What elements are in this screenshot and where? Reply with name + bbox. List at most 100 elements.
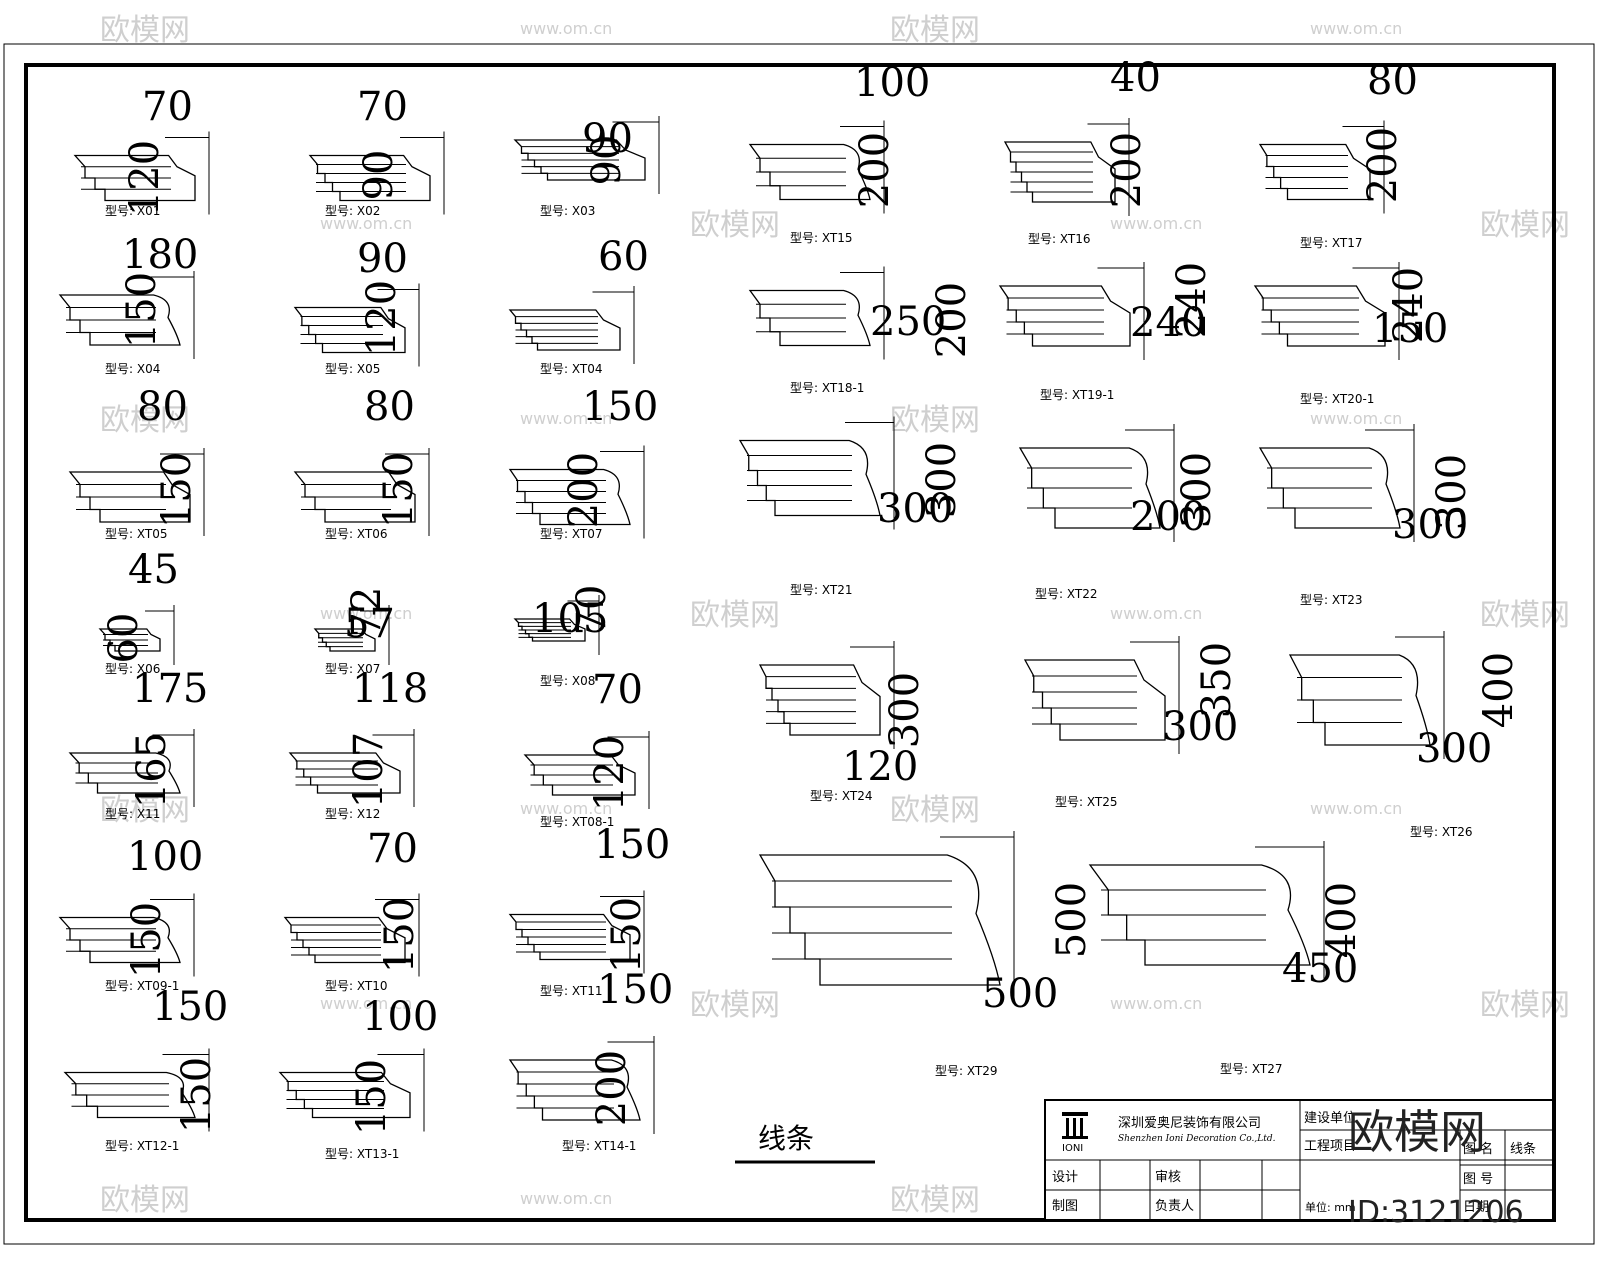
profile-code-label: 型号: XT20-1 <box>1300 392 1374 406</box>
dimension-side-label: 120 <box>587 735 633 811</box>
project-label: 工程项目 <box>1304 1139 1356 1154</box>
profile-code-label: 型号: XT15 <box>790 231 852 245</box>
dimension-side-label: 150 <box>604 897 650 973</box>
title-block: IONI 深圳爱奥尼装饰有限公司 Shenzhen Ioni Decoratio… <box>1044 1099 1554 1221</box>
watermark-stamp: 欧模网 ID:3121206 <box>1348 1105 1524 1230</box>
dimension-side-label: 350 <box>1194 642 1240 718</box>
dimension-top-label: 90 <box>357 236 408 282</box>
design-label: 设计 <box>1052 1170 1078 1185</box>
profile-code-label: 型号: XT13-1 <box>325 1147 399 1161</box>
watermark-site-faint: www.om.cn <box>520 19 612 38</box>
watermark-brand-faint: 欧模网 <box>100 403 190 438</box>
dimension-top-label: 150 <box>597 967 673 1013</box>
dimension-side-label: 240 <box>1386 267 1432 343</box>
profile: 100 150 型号: XT13-1 <box>278 994 438 1161</box>
profile-code-label: 型号: X07 <box>325 662 380 676</box>
profile-code-label: 型号: X01 <box>105 204 160 218</box>
dimension-top-label: 118 <box>352 666 428 712</box>
dimension-top-label: 70 <box>142 84 193 130</box>
profile-code-label: 型号: X03 <box>540 204 595 218</box>
watermark-brand-faint: 欧模网 <box>890 793 980 828</box>
dimension-top-label: 150 <box>1372 306 1448 352</box>
profile-code-label: 型号: XT19-1 <box>1040 388 1114 402</box>
dimension-side-label: 200 <box>1360 127 1406 203</box>
review-label: 审核 <box>1155 1170 1181 1185</box>
profile-outline <box>738 439 881 517</box>
dimension-top-label: 180 <box>122 232 198 278</box>
profile-outline <box>758 854 1001 986</box>
dimension-side-label: 150 <box>349 1059 395 1135</box>
profile-code-label: 型号: XT07 <box>540 527 602 541</box>
dimension-top-label: 200 <box>1130 494 1206 540</box>
dimension-top-label: 150 <box>594 822 670 868</box>
profile-code-label: 型号: XT29 <box>935 1064 997 1078</box>
profile-code-label: 型号: XT04 <box>540 362 602 376</box>
profile-code-label: 型号: X11 <box>105 807 160 821</box>
dimension-side-label: 300 <box>1174 452 1220 528</box>
dimension-side-label: 300 <box>1429 454 1475 530</box>
dimension-top-label: 240 <box>1130 300 1206 346</box>
watermark-layer: 欧模网www.om.cn欧模网www.om.cn欧模网www.om.cn欧模网w… <box>100 13 1570 1218</box>
dimension-side-label: 150 <box>377 897 423 973</box>
dimension-top-label: 100 <box>127 834 203 880</box>
watermark-brand-faint: 欧模网 <box>890 1183 980 1218</box>
watermark-site-faint: www.om.cn <box>1310 409 1402 428</box>
dimension-top-label: 105 <box>532 596 608 642</box>
watermark-brand-faint: 欧模网 <box>890 403 980 438</box>
draw-label: 制图 <box>1052 1199 1078 1214</box>
profile-code-label: 型号: XT18-1 <box>790 381 864 395</box>
dimension-top-label: 500 <box>982 971 1058 1017</box>
dimension-side-label: 120 <box>359 280 405 356</box>
profile-code-label: 型号: XT06 <box>325 527 387 541</box>
watermark-brand-faint: 欧模网 <box>1480 208 1570 243</box>
dimension-side-label: 150 <box>376 452 422 528</box>
profile-code-label: 型号: XT14-1 <box>562 1139 636 1153</box>
dimension-top-label: 120 <box>842 744 918 790</box>
profile-code-label: 型号: XT12-1 <box>105 1139 179 1153</box>
profile-code-label: 型号: XT16 <box>1028 232 1090 246</box>
profile-code-label: 型号: X08 <box>540 674 595 688</box>
dimension-side-label: 60 <box>101 613 147 664</box>
profile-outline <box>1023 659 1166 741</box>
dimension-side-label: 240 <box>1169 262 1215 338</box>
unit-label: 单位: mm <box>1305 1200 1356 1214</box>
dimension-side-label: 400 <box>1319 882 1365 958</box>
lead-label: 负责人 <box>1155 1199 1194 1214</box>
dimension-side-label: 150 <box>154 452 200 528</box>
watermark-brand-faint: 欧模网 <box>690 208 780 243</box>
profile-outline <box>998 285 1131 347</box>
dimension-top-label: 100 <box>362 994 438 1040</box>
dimension-side-label: 72 <box>344 587 390 638</box>
company-logo-icon: IONI <box>1062 1112 1088 1154</box>
watermark-site-faint: www.om.cn <box>520 799 612 818</box>
dimension-side-label: 500 <box>1049 882 1095 958</box>
dimension-side-label: 400 <box>1476 652 1522 728</box>
profile-code-label: 型号: XT23 <box>1300 593 1362 607</box>
inner-border <box>24 63 1556 1222</box>
dimension-top-label: 300 <box>1392 502 1468 548</box>
dimension-side-label: 165 <box>129 732 175 808</box>
dimension-top-label: 250 <box>870 299 946 345</box>
dimension-top-label: 150 <box>152 984 228 1030</box>
